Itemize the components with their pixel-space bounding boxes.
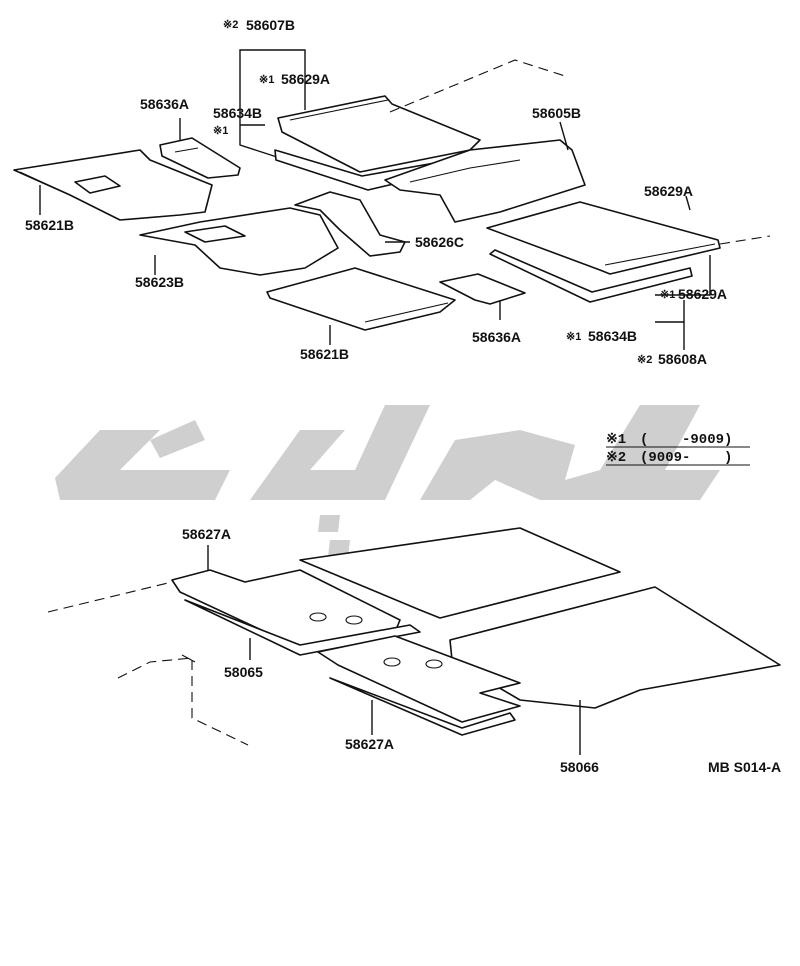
- mark-58629A-top: ※1: [259, 74, 274, 86]
- mark-58634B-top: ※1: [213, 125, 228, 137]
- label-58627A-bottom: 58627A: [345, 736, 394, 752]
- pad-58636A-bottom: [439, 273, 526, 305]
- label-58065: 58065: [224, 664, 263, 680]
- legend-row1-text: ( -9009): [640, 432, 732, 448]
- part-labels: ※2 58607B ※1 58629A 58634B ※1 58636A 586…: [25, 17, 727, 775]
- upper-parts-group: [13, 49, 771, 350]
- panel-58626C: [294, 191, 406, 257]
- label-58629A-top: 58629A: [281, 71, 330, 87]
- mark-58608A: ※2: [637, 354, 652, 366]
- insulator-58627A-top: [171, 569, 401, 649]
- label-58608A: 58608A: [658, 351, 707, 367]
- pad-58629A-right: [486, 201, 721, 275]
- label-58605B: 58605B: [532, 105, 581, 121]
- pad-58629A-top: [277, 95, 481, 173]
- label-58636A-bottom: 58636A: [472, 329, 521, 345]
- legend-row1-mark: ※1: [606, 432, 626, 448]
- mark-58629A-right2: ※1: [660, 289, 675, 301]
- mark-58634B-right: ※1: [566, 331, 581, 343]
- label-58621B-bottom: 58621B: [300, 346, 349, 362]
- label-58636A-top: 58636A: [140, 96, 189, 112]
- floor-panel: [299, 527, 621, 619]
- label-58634B-top: 58634B: [213, 105, 262, 121]
- label-58623B: 58623B: [135, 274, 184, 290]
- pad-58634B-right: [489, 249, 693, 303]
- pad-58636A-top: [159, 137, 241, 179]
- watermark-logo: [55, 405, 720, 557]
- pad-58066: [449, 586, 781, 709]
- mark-58607B: ※2: [223, 19, 238, 31]
- mat-58623B: [139, 207, 339, 276]
- legend-row2-mark: ※2: [606, 450, 626, 466]
- label-58626C: 58626C: [415, 234, 464, 250]
- legend: ※1 ( -9009) ※2 (9009- ): [606, 432, 750, 466]
- diagram-code: MB S014-A: [708, 759, 781, 775]
- label-58621B-left: 58621B: [25, 217, 74, 233]
- label-58066: 58066: [560, 759, 599, 775]
- label-58607B: 58607B: [246, 17, 295, 33]
- label-58629A-right2: 58629A: [678, 286, 727, 302]
- lower-parts-group: [47, 527, 781, 755]
- label-58634B-right: 58634B: [588, 328, 637, 344]
- mat-58621B-bottom: [266, 267, 456, 331]
- tunnel-58605B: [384, 139, 586, 223]
- label-58627A-top: 58627A: [182, 526, 231, 542]
- label-58629A-right: 58629A: [644, 183, 693, 199]
- insulator-58627A-bottom: [317, 635, 521, 723]
- legend-row2-text: (9009- ): [640, 450, 732, 466]
